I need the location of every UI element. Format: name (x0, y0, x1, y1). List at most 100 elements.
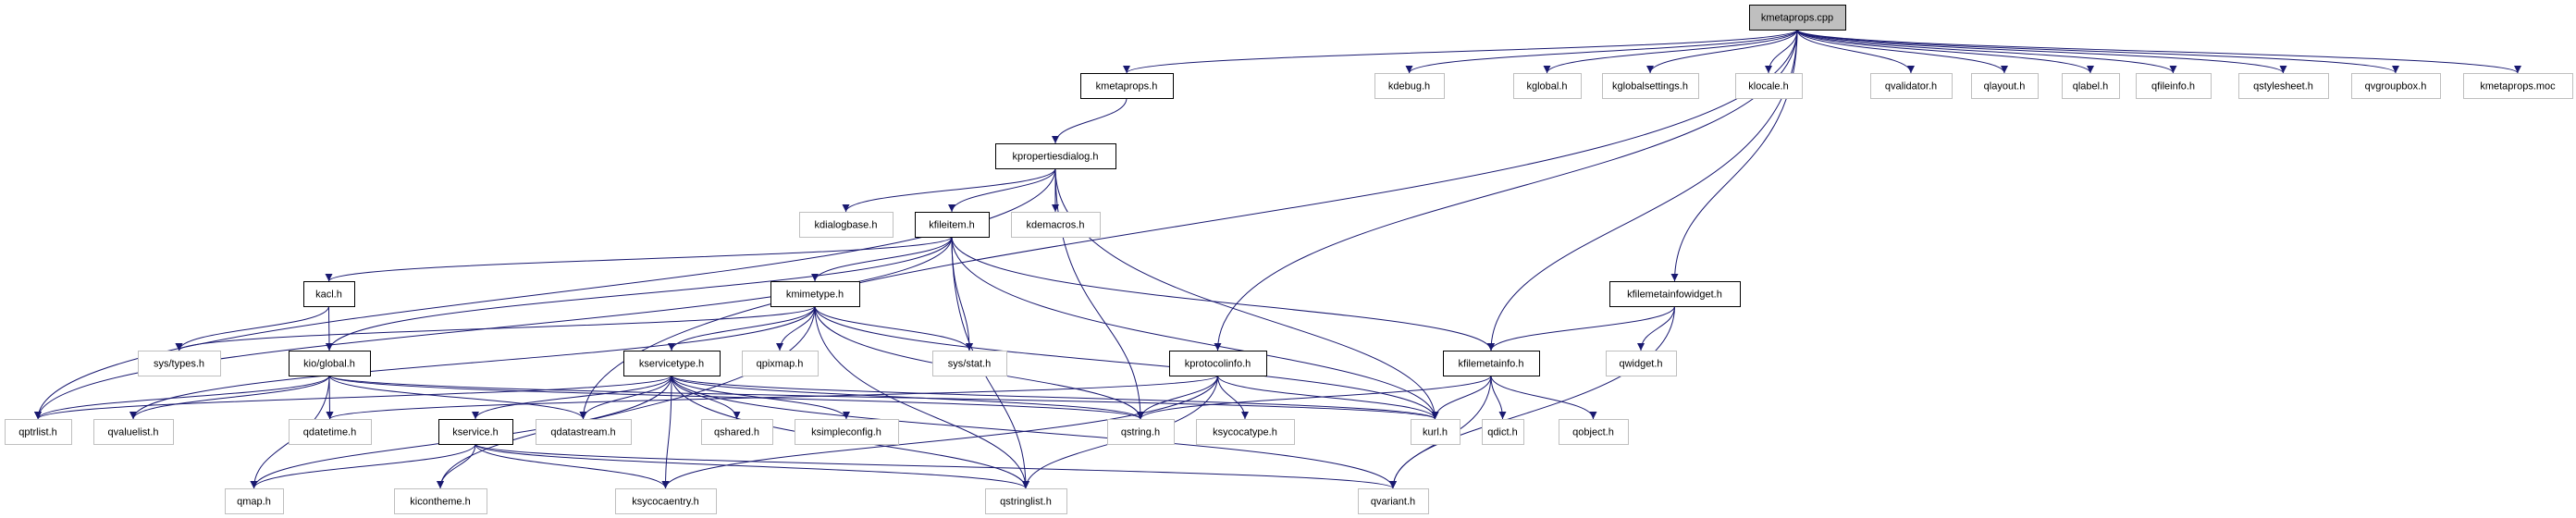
edge-kfilemetainfo-h-to-qdict-h (1490, 375, 1507, 420)
edge-arrow (1405, 29, 1798, 74)
edge-kfileitem-h-to-kmimetype-h (811, 236, 953, 282)
node-box (5, 419, 72, 445)
edge-kmetaprops-cpp-to-qlayout-h (1796, 29, 2008, 74)
edge-arrow (814, 305, 973, 352)
node-kservice-h[interactable]: kservice.h (438, 419, 513, 445)
edge-kmetaprops-cpp-to-qstylesheet-h (1796, 29, 2287, 74)
edge-kservicetype-h-to-qdatastream-h (579, 375, 672, 420)
edge-arrow (1543, 29, 1798, 74)
edge-kmimetype-h-to-sys-stat-h (814, 305, 973, 352)
edge-arrow (475, 443, 1029, 489)
edge-arrow (951, 236, 1495, 352)
edge-arrow (34, 167, 1056, 420)
nodes-layer: kmetaprops.cpp kmetaprops.h kdebug.h kgloba… (5, 5, 2573, 514)
edge-arrow (34, 375, 330, 420)
edge-arrow (579, 29, 1798, 420)
edge-kmetaprops-cpp-to-kmetaprops-moc (1796, 29, 2521, 74)
edge-arrow (1490, 375, 1597, 420)
edge-arrow (437, 443, 476, 489)
edge-arrow (472, 375, 672, 420)
node-box (93, 419, 174, 445)
node-box (1374, 73, 1445, 99)
edge-arrow (1796, 29, 2399, 74)
node-label: ksycocaentry.h (632, 497, 699, 508)
edge-kservice-h-to-kicontheme-h (437, 443, 476, 489)
node-box (1606, 351, 1677, 376)
edge-arrow (1796, 29, 2177, 74)
node-box (1735, 73, 1803, 99)
node-label: qvalidator.h (1885, 81, 1937, 92)
node-box (615, 488, 717, 514)
node-kfilemetainfowidget-h[interactable]: kfilemetainfowidget.h (1609, 281, 1741, 307)
edge-arrow (951, 236, 1439, 420)
node-box (1011, 212, 1101, 238)
edge-kfileitem-h-to-qstringlist-h (951, 236, 1029, 489)
node-box (742, 351, 819, 376)
edge-arrow (1796, 29, 2521, 74)
node-label: ksimpleconfig.h (811, 427, 881, 438)
node-kfileitem-h[interactable]: kfileitem.h (915, 212, 990, 238)
node-kacl-h[interactable]: kacl.h (303, 281, 355, 307)
node-box (1169, 351, 1267, 376)
edge-arrow (1765, 29, 1798, 74)
node-klocale-h: klocale.h (1735, 73, 1803, 99)
node-box (536, 419, 632, 445)
edge-arrow (814, 305, 1029, 489)
edge-arrow (951, 236, 973, 352)
node-kpropertiesdialog-h[interactable]: kpropertiesdialog.h (995, 143, 1116, 169)
node-qdatetime-h: qdatetime.h (289, 419, 372, 445)
node-box (2062, 73, 2120, 99)
edge-kmimetype-h-to-sys-types-h (175, 305, 816, 352)
node-label: qlabel.h (2073, 81, 2109, 92)
node-sys-types-h: sys/types.h (138, 351, 221, 376)
node-label: kpropertiesdialog.h (1013, 152, 1099, 163)
edge-arrow (671, 375, 1439, 420)
node-box (1411, 419, 1461, 445)
edge-kservicetype-h-to-ksycocaentry-h (661, 375, 672, 489)
node-kprotocolinfo-h[interactable]: kprotocolinfo.h (1169, 351, 1267, 376)
node-box (1559, 419, 1629, 445)
node-kmimetype-h[interactable]: kmimetype.h (770, 281, 860, 307)
node-box (915, 212, 990, 238)
edge-arrow (326, 375, 1218, 420)
node-kdebug-h: kdebug.h (1374, 73, 1445, 99)
node-kglobal-h: kglobal.h (1513, 73, 1582, 99)
node-box (1482, 419, 1524, 445)
edge-arrow (814, 305, 1439, 420)
node-kio-global-h[interactable]: kio/global.h (289, 351, 371, 376)
edge-kmetaprops-cpp-to-kdebug-h (1405, 29, 1798, 74)
node-box (394, 488, 487, 514)
node-label: kfilemetainfowidget.h (1627, 290, 1722, 301)
node-box (770, 281, 860, 307)
edge-arrow (1487, 29, 1798, 352)
node-label: kservicetype.h (639, 359, 704, 370)
node-kmetaprops-h[interactable]: kmetaprops.h (1080, 73, 1174, 99)
node-qfileinfo-h: qfileinfo.h (2136, 73, 2212, 99)
node-label: kprotocolinfo.h (1185, 359, 1251, 370)
node-qdict-h: qdict.h (1482, 419, 1524, 445)
node-label: qstylesheet.h (2253, 81, 2313, 92)
edge-arrow (1490, 375, 1507, 420)
node-box (303, 281, 355, 307)
node-label: kio/global.h (303, 359, 355, 370)
edge-kservice-h-to-qmap-h (250, 443, 476, 489)
node-kmetaprops-cpp[interactable]: kmetaprops.cpp (1749, 5, 1846, 31)
edge-kmimetype-h-to-qpixmap-h (776, 305, 816, 352)
edge-arrow (328, 375, 587, 420)
node-kservicetype-h[interactable]: kservicetype.h (623, 351, 721, 376)
node-qshared-h: qshared.h (701, 419, 773, 445)
node-box (1870, 73, 1953, 99)
node-kfilemetainfo-h[interactable]: kfilemetainfo.h (1443, 351, 1540, 376)
edge-arrow (1431, 375, 1492, 420)
node-box (1107, 419, 1175, 445)
node-qobject-h: qobject.h (1559, 419, 1629, 445)
node-label: qdatastream.h (550, 427, 615, 438)
edge-kpropertiesdialog-h-to-qptrlist-h (34, 167, 1056, 420)
edge-kfilemetainfowidget-h-to-qwidget-h (1637, 305, 1675, 352)
edge-arrow (1646, 29, 1798, 74)
node-box (985, 488, 1067, 514)
node-label: kdebug.h (1388, 81, 1430, 92)
node-label: kfileitem.h (929, 220, 975, 231)
node-label: qfileinfo.h (2151, 81, 2195, 92)
edge-arrow (811, 236, 953, 282)
